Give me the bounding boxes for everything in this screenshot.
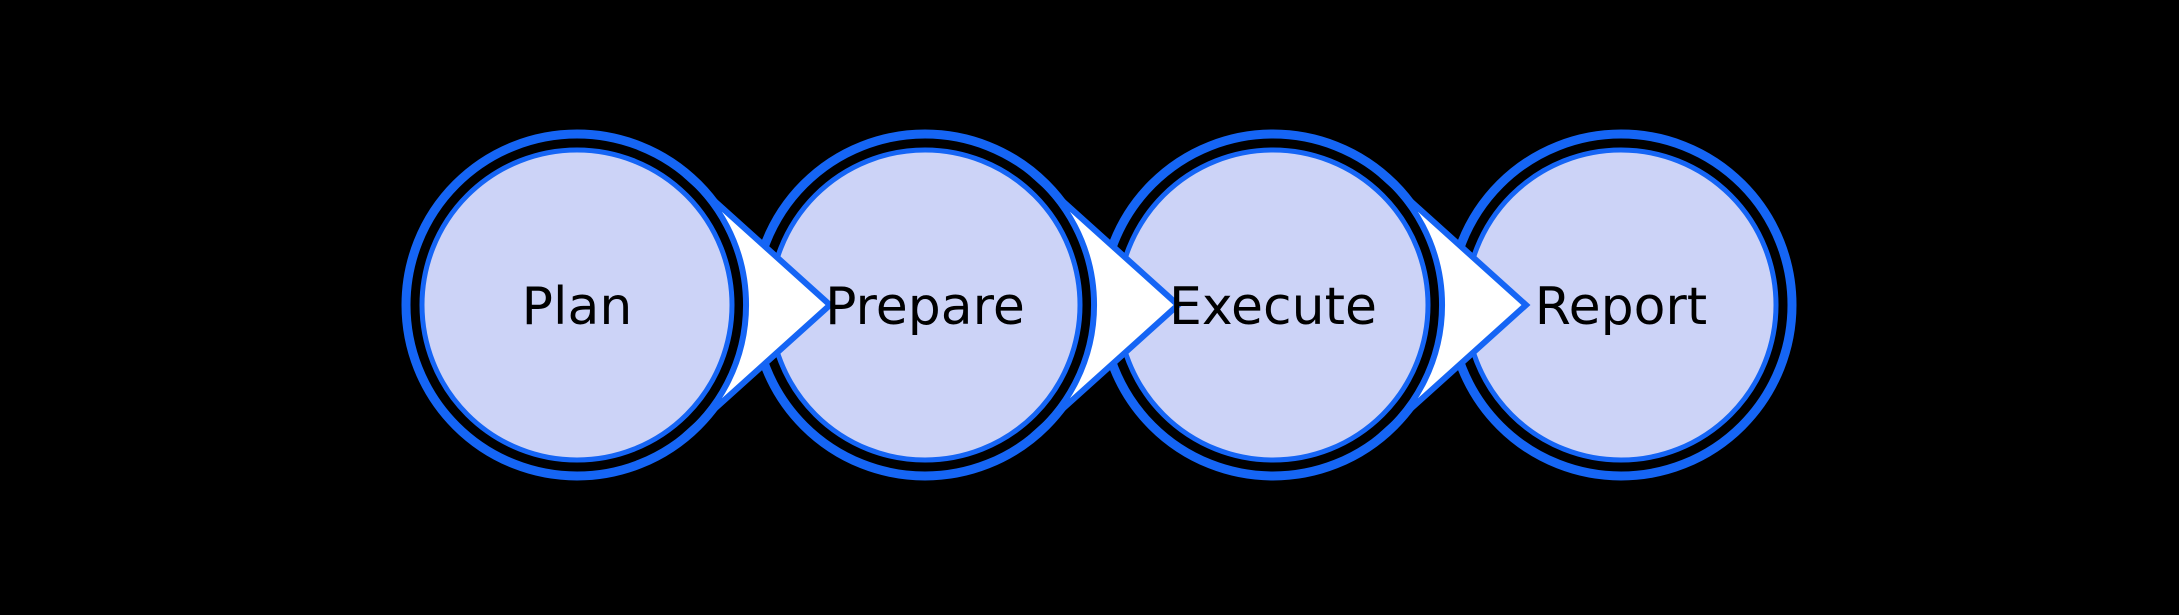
connector-execute-to-report — [1373, 167, 1531, 443]
arrow-chevron-3 — [1373, 167, 1531, 443]
node-plan-label: Plan — [522, 277, 633, 337]
node-prepare-label: Prepare — [825, 277, 1025, 337]
connector-prepare-to-execute — [1025, 167, 1183, 443]
arrow-chevron-2 — [1025, 167, 1183, 443]
arrow-chevron-1 — [677, 167, 835, 443]
node-plan-inner-ring — [419, 147, 735, 463]
node-plan[interactable]: Plan — [401, 129, 753, 481]
node-execute-label: Execute — [1169, 277, 1377, 337]
connector-plan-to-prepare — [677, 167, 835, 443]
node-report-label: Report — [1535, 277, 1707, 337]
